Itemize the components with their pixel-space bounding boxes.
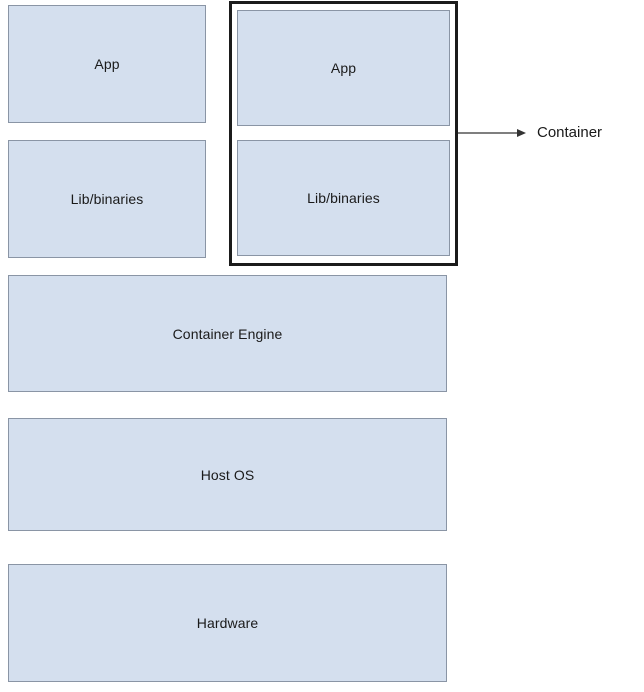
container-lib-binaries-box: Lib/binaries — [237, 140, 450, 256]
hardware-box: Hardware — [8, 564, 447, 682]
container-engine-box: Container Engine — [8, 275, 447, 392]
left-app-box: App — [8, 5, 206, 123]
left-lib-binaries-box: Lib/binaries — [8, 140, 206, 258]
container-app-box: App — [237, 10, 450, 126]
container-callout-label: Container — [537, 124, 603, 141]
container-callout-arrow — [458, 129, 526, 137]
host-os-box: Host OS — [8, 418, 447, 531]
